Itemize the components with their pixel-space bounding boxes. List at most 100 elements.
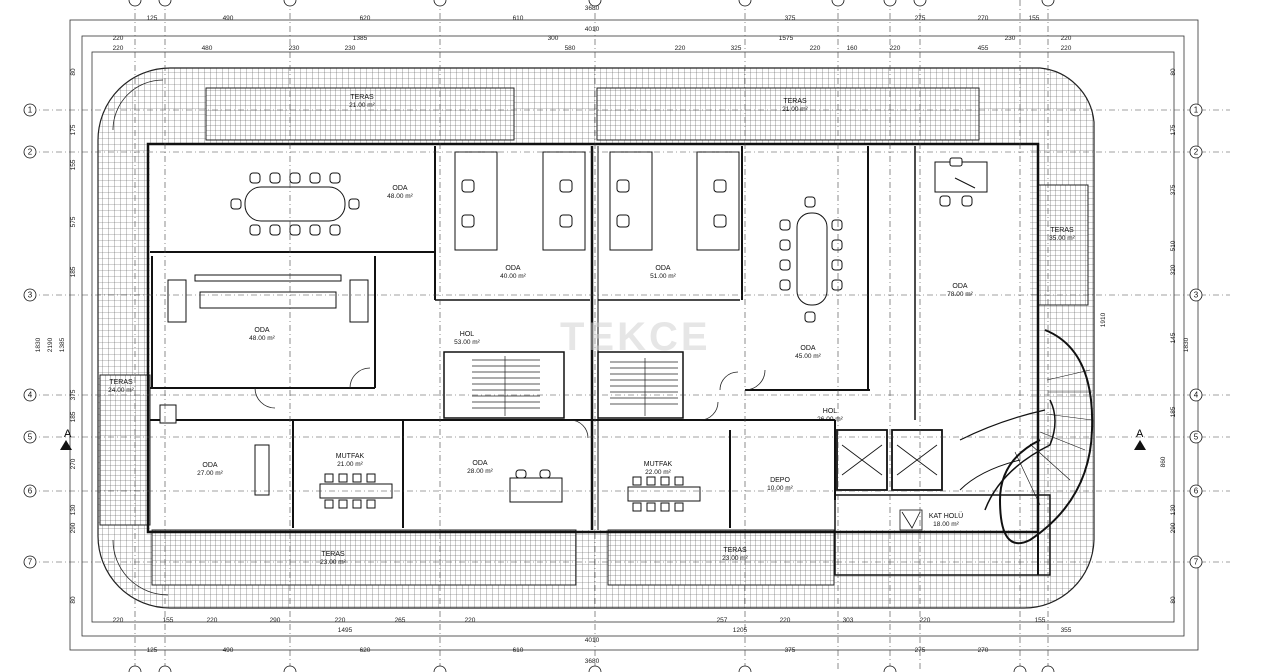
door-swings bbox=[254, 367, 766, 439]
bottom-dimensions: 220 155 220 290 220 265 220 257 220 303 … bbox=[113, 617, 1072, 665]
dim-right-1: 80 bbox=[1170, 68, 1177, 76]
terrace-boxes bbox=[99, 87, 1089, 586]
dim-bot-row2-4: 610 bbox=[513, 647, 524, 654]
axis-row-7: 7 bbox=[28, 558, 33, 567]
dim-left-2: 175 bbox=[70, 124, 77, 135]
dim-top-row3-5: 580 bbox=[565, 45, 576, 52]
area-kat-holu: 18.00 m² bbox=[933, 521, 959, 528]
dim-top-row3-1: 220 bbox=[113, 45, 124, 52]
spiral-stair bbox=[959, 329, 1094, 545]
section-a-left: A bbox=[64, 428, 72, 440]
top-dimensions: 125 490 620 610 375 275 270 155 3680 401… bbox=[113, 5, 1072, 52]
dim-right-7: 185 bbox=[1170, 406, 1177, 417]
dim-bot-total-2: 1205 bbox=[733, 627, 748, 634]
dim-bot-3: 220 bbox=[207, 617, 218, 624]
dim-bot-9: 220 bbox=[780, 617, 791, 624]
dim-bot-total: 1495 bbox=[338, 627, 353, 634]
stair-treads bbox=[472, 356, 678, 416]
dim-top-row2-2: 1385 bbox=[353, 35, 368, 42]
office-desks bbox=[454, 151, 740, 251]
dim-top-row3-10: 220 bbox=[890, 45, 901, 52]
left-dimensions: 80 175 155 575 185 375 185 270 130 290 8… bbox=[35, 68, 77, 604]
dim-bot-2: 155 bbox=[163, 617, 174, 624]
axis-row-4: 4 bbox=[28, 391, 33, 400]
axis-row-5: 5 bbox=[28, 433, 33, 442]
dim-top-row2-6: 220 bbox=[1061, 35, 1072, 42]
dim-right-6: 145 bbox=[1170, 332, 1177, 343]
dim-bot-13: 355 bbox=[1061, 627, 1072, 634]
dim-left-7: 185 bbox=[70, 411, 77, 422]
area-oda-meeting: 48.00 m² bbox=[387, 193, 413, 200]
area-depo: 10.00 m² bbox=[767, 485, 793, 492]
dim-top-row2-5: 230 bbox=[1005, 35, 1016, 42]
area-teras-top-right: 21.00 m² bbox=[782, 106, 808, 113]
dim-left-total-2: 2190 bbox=[47, 337, 54, 352]
dim-top-row3-8: 220 bbox=[810, 45, 821, 52]
dim-bot-total-3: 4010 bbox=[585, 637, 600, 644]
dim-top-row3-11: 455 bbox=[978, 45, 989, 52]
dim-right-total-1: 1910 bbox=[1100, 312, 1107, 327]
dim-bot-11: 220 bbox=[920, 617, 931, 624]
area-teras-bot-left: 23.00 m² bbox=[320, 559, 346, 566]
dim-left-11: 80 bbox=[70, 596, 77, 604]
dim-top-8: 155 bbox=[1029, 15, 1040, 22]
section-a-right: A bbox=[1136, 428, 1144, 440]
axis-row-2: 2 bbox=[28, 148, 33, 157]
dim-bot-row2-6: 275 bbox=[915, 647, 926, 654]
axis-row-2-right: 2 bbox=[1194, 148, 1199, 157]
room-mutfak1: MUTFAK bbox=[336, 453, 365, 460]
dim-left-8: 270 bbox=[70, 458, 77, 469]
axis-row-6: 6 bbox=[28, 487, 33, 496]
axis-row-3: 3 bbox=[28, 291, 33, 300]
dim-right-3: 375 bbox=[1170, 184, 1177, 195]
dim-right-4: 510 bbox=[1170, 240, 1177, 251]
area-oda-big: 78.00 m² bbox=[947, 291, 973, 298]
section-markers: A A bbox=[60, 428, 1146, 450]
dim-left-6: 375 bbox=[70, 389, 77, 400]
row-axis-labels: 1 2 3 4 5 6 7 1 2 3 4 5 6 7 bbox=[28, 106, 1199, 567]
room-depo: DEPO bbox=[770, 477, 790, 484]
dim-top-row2-3: 300 bbox=[548, 35, 559, 42]
dim-top-5: 375 bbox=[785, 15, 796, 22]
room-oda-mid: ODA bbox=[472, 460, 488, 467]
room-labels: TERAS 21.00 m² TERAS 21.00 m² ODA 48.00 … bbox=[108, 94, 1075, 566]
area-teras-right: 35.00 m² bbox=[1049, 235, 1075, 242]
core-markers bbox=[841, 444, 938, 531]
area-oda-lounge: 48.00 m² bbox=[249, 335, 275, 342]
dim-left-total-3: 1385 bbox=[59, 337, 66, 352]
axis-row-1: 1 bbox=[28, 106, 33, 115]
area-oda-office1: 40.00 m² bbox=[500, 273, 526, 280]
dim-bot-10: 303 bbox=[843, 617, 854, 624]
dim-left-5: 185 bbox=[70, 266, 77, 277]
room-oda-left: ODA bbox=[202, 462, 218, 469]
axis-row-3-right: 3 bbox=[1194, 291, 1199, 300]
dim-bot-6: 265 bbox=[395, 617, 406, 624]
grid-axes bbox=[30, 0, 1230, 672]
dim-top-row3-2: 480 bbox=[202, 45, 213, 52]
room-oda-conf: ODA bbox=[800, 345, 816, 352]
meeting-table bbox=[230, 172, 360, 236]
dim-bot-row2-1: 125 bbox=[147, 647, 158, 654]
dim-top-row3-9: 160 bbox=[847, 45, 858, 52]
dim-bot-7: 220 bbox=[465, 617, 476, 624]
axis-row-5-right: 5 bbox=[1194, 433, 1199, 442]
dim-left-9: 130 bbox=[70, 504, 77, 515]
dim-top-1: 125 bbox=[147, 15, 158, 22]
dim-top-row2-4: 1575 bbox=[779, 35, 794, 42]
dim-right-total-2: 1830 bbox=[1183, 337, 1190, 352]
dim-right-2: 175 bbox=[1170, 124, 1177, 135]
area-mutfak2: 22.00 m² bbox=[645, 469, 671, 476]
dim-right-9: 130 bbox=[1170, 504, 1177, 515]
dim-top-4: 610 bbox=[513, 15, 524, 22]
room-hol-mid: HOL bbox=[460, 331, 475, 338]
executive-desk bbox=[934, 157, 988, 207]
dim-right-5: 320 bbox=[1170, 264, 1177, 275]
axis-row-4-right: 4 bbox=[1194, 391, 1199, 400]
dim-left-1: 80 bbox=[70, 68, 77, 76]
room-mutfak2: MUTFAK bbox=[644, 461, 673, 468]
room-teras-top-right: TERAS bbox=[783, 98, 807, 105]
dim-right-10: 290 bbox=[1170, 522, 1177, 533]
dim-top-total-2: 4010 bbox=[585, 26, 600, 33]
dim-right-11: 80 bbox=[1170, 596, 1177, 604]
right-dimensions: 80 175 375 510 320 145 185 860 130 290 8… bbox=[1100, 68, 1190, 604]
